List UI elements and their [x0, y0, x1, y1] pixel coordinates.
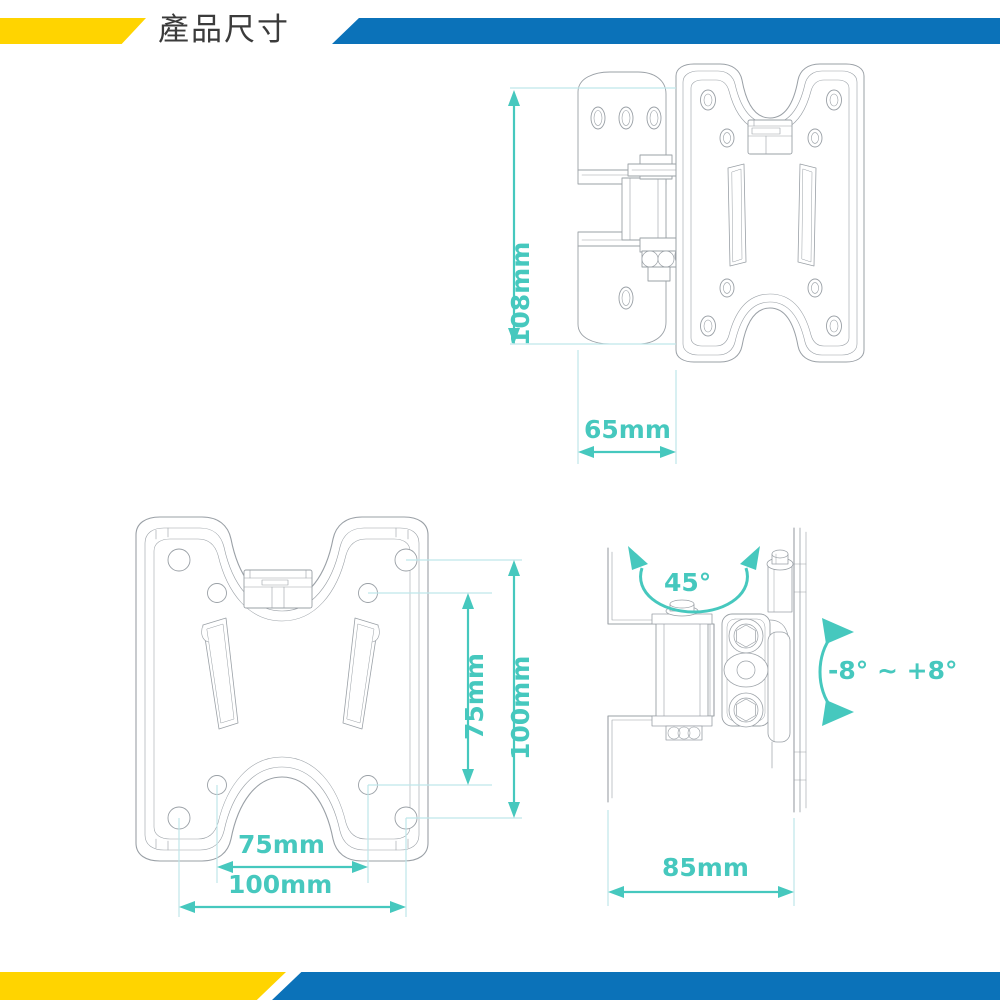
dimension-extension-85	[608, 886, 794, 898]
dimension-label-vesa-75mm-vertical: 75mm	[460, 653, 489, 740]
footer-band	[0, 960, 1000, 1000]
dimension-height-108	[508, 90, 520, 344]
extension-lines	[607, 810, 795, 906]
dimension-depth-65	[578, 446, 676, 458]
extension-lines	[178, 559, 522, 917]
header-yellow-banner	[0, 18, 146, 44]
dimension-vesa-horizontal-75	[217, 861, 368, 873]
dimension-label-108mm: 108mm	[506, 241, 535, 346]
footer-yellow-banner	[0, 972, 286, 1000]
angle-indicator-tilt	[818, 618, 854, 726]
page-title: 產品尺寸	[158, 12, 290, 48]
top-view: 45° -8° ~ +8° 85mm	[590, 520, 990, 920]
dimension-label-vesa-100mm-vertical: 100mm	[506, 655, 535, 760]
dimension-label-vesa-75mm-horizontal: 75mm	[238, 830, 325, 859]
header-band: 產品尺寸	[0, 0, 1000, 64]
dimension-label-85mm: 85mm	[662, 853, 749, 882]
dimension-vesa-vertical-100	[508, 560, 520, 818]
dimension-label-vesa-100mm-horizontal: 100mm	[228, 870, 333, 899]
dimension-vesa-horizontal-100	[179, 901, 406, 913]
angle-indicator-45	[628, 546, 760, 614]
header-blue-banner	[332, 18, 1000, 44]
angle-label-45: 45°	[664, 568, 712, 597]
side-view: 108mm 65mm	[470, 60, 890, 480]
front-view: 75mm 100mm 75mm 100mm	[110, 505, 540, 930]
dimension-label-65mm: 65mm	[584, 415, 671, 444]
dimension-vesa-vertical-75	[462, 593, 474, 785]
extension-lines	[510, 87, 677, 464]
angle-label-tilt: -8° ~ +8°	[828, 656, 958, 685]
footer-blue-banner	[272, 972, 1000, 1000]
